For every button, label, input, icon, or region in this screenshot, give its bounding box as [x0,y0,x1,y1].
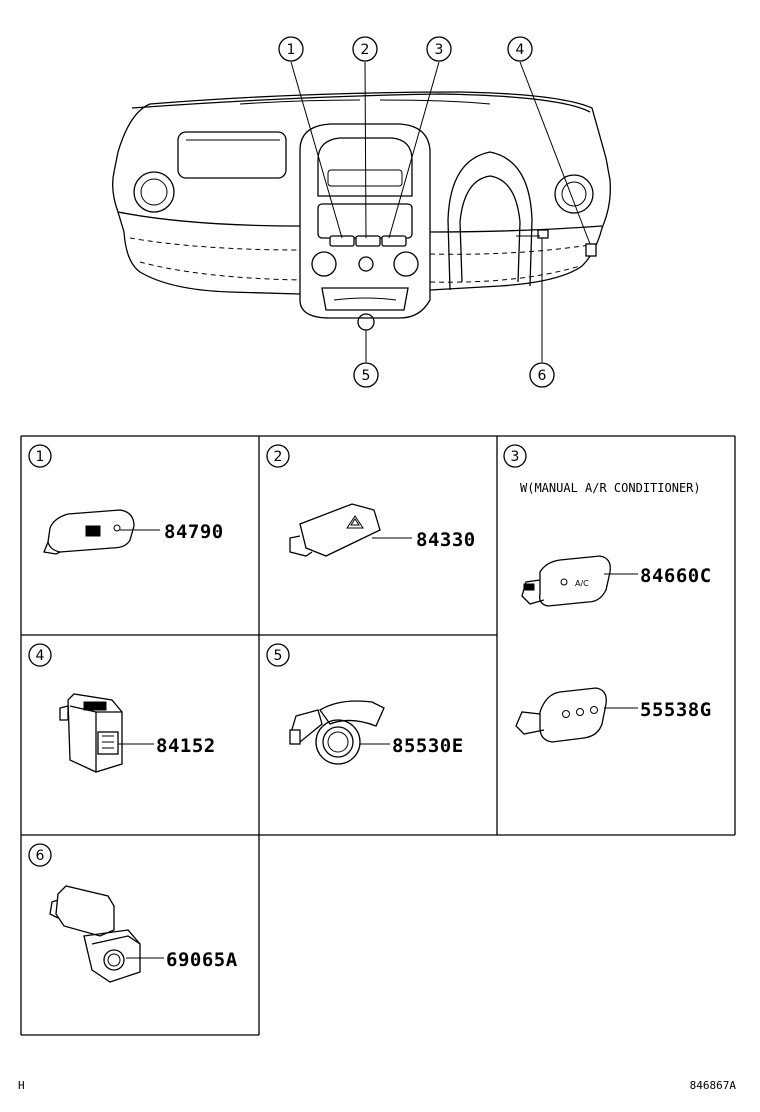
svg-text:5: 5 [274,648,283,664]
overview-callout-3: 3 [426,36,452,62]
overview-callout-6: 6 [529,362,555,388]
overview-callout-2: 2 [352,36,378,62]
svg-text:6: 6 [36,848,45,864]
manual-ac-note: W(MANUAL A/R CONDITIONER) [520,481,701,495]
panel-callout-1 [28,444,52,468]
svg-text:2: 2 [361,42,370,58]
overview-callout-1: 1 [278,36,304,62]
ac-switch-illustration: A/C [521,555,611,607]
parts-grid [20,435,736,1036]
triple-switch-illustration [515,687,607,743]
headlight-leveling-switch-illustration [59,693,123,773]
overview-leaders [290,61,591,362]
overview-callout-4: 4 [507,36,533,62]
svg-text:4: 4 [36,648,45,664]
svg-text:1: 1 [36,449,45,465]
svg-text:6: 6 [538,368,547,384]
svg-text:2: 2 [274,449,283,465]
footer-left: H [18,1079,25,1092]
svg-text:1: 1 [287,42,296,58]
panel-4: 4 84152 [28,643,216,773]
panel-3: 3 W(MANUAL A/R CONDITIONER) A/C 84660C 5… [503,444,712,743]
rear-defogger-switch-illustration [43,509,135,555]
part-number-84660C: 84660C [640,565,712,587]
panel-callout-4 [28,643,52,667]
power-outlet-illustration [289,700,385,765]
panel-1: 1 84790 [28,444,224,555]
panel-2: 2 84330 [266,444,476,557]
part-number-55538G: 55538G [640,699,712,721]
panel-callout-3 [503,444,527,468]
rheostat-switch-illustration [49,885,141,983]
part-number-85530E: 85530E [392,735,464,757]
part-number-84790: 84790 [164,521,224,543]
ac-button-label: A/C [575,579,589,588]
panel-callout-6 [28,843,52,867]
svg-text:3: 3 [511,449,520,465]
dashboard-illustration [112,91,611,331]
svg-text:4: 4 [516,42,525,58]
part-number-84152: 84152 [156,735,216,757]
svg-text:3: 3 [435,42,444,58]
panel-6: 6 69065A [28,843,238,983]
panel-5: 5 85530E [266,643,464,765]
panel-callout-2 [266,444,290,468]
illustration-code: 846867A [690,1079,737,1092]
overview-callout-5: 5 [353,362,379,388]
svg-text:5: 5 [362,368,371,384]
part-number-84330: 84330 [416,529,476,551]
hazard-switch-illustration [289,503,381,557]
part-number-69065A: 69065A [166,949,238,971]
panel-callout-5 [266,643,290,667]
